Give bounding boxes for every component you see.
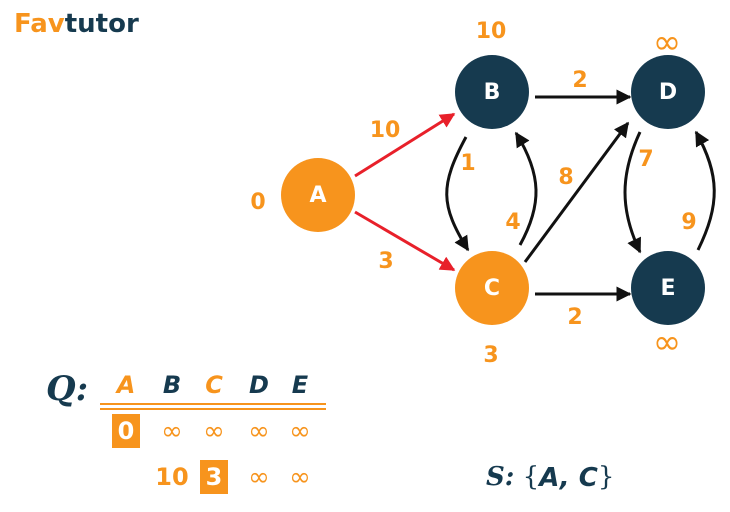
node-e	[631, 251, 705, 325]
edge-weight-B-C: 1	[460, 151, 475, 176]
edge-weight-B-D: 2	[572, 68, 587, 93]
edge-C-D	[523, 121, 630, 263]
edge-A-B	[354, 112, 456, 178]
edge-weight-D-E: 7	[638, 147, 653, 172]
edge-weight-E-D: 9	[681, 210, 696, 235]
queue-cell-r0-c0: 0	[118, 417, 135, 445]
distance-c: 3	[483, 343, 498, 368]
node-d	[631, 55, 705, 129]
queue-header-d: D	[249, 371, 269, 399]
visited-close: }	[598, 462, 615, 492]
queue-cell-r0-c2: ∞	[203, 417, 225, 447]
queue-cell-r1-c1: 10	[155, 463, 188, 491]
favtutor-logo: Favtutor	[14, 9, 139, 39]
logo-wordmark: Favtutor	[14, 9, 139, 39]
queue-cell-box-r1-c2	[200, 460, 228, 494]
edge-A-C	[354, 210, 456, 272]
queue-cell-r0-c4: ∞	[289, 417, 311, 447]
distance-b: 10	[476, 19, 507, 44]
queue-cell-r0-c3: ∞	[248, 417, 270, 447]
queue-cell-box-r0-c0	[112, 414, 140, 448]
queue-cell-r1-c2: 3	[206, 463, 223, 491]
edge-B-C	[445, 136, 470, 252]
visited-items: A, C	[537, 463, 598, 493]
queue-cell-r0-c1: ∞	[161, 417, 183, 447]
edge-E-D	[694, 130, 716, 251]
node-label-b: B	[484, 80, 501, 105]
queue-header-c: C	[205, 371, 223, 399]
queue-cell-r1-c3: ∞	[248, 463, 270, 493]
node-c	[455, 251, 529, 325]
brand-logo: Favtutor	[12, 4, 162, 47]
distance-a: 0	[250, 190, 265, 215]
distance-d: ∞	[653, 23, 681, 63]
node-label-c: C	[484, 276, 500, 301]
queue-cell-r1-c4: ∞	[289, 463, 311, 493]
distance-e: ∞	[653, 323, 681, 363]
visited-set: S: {A, C}	[486, 462, 614, 493]
node-b	[455, 55, 529, 129]
node-a	[281, 158, 355, 232]
edge-weight-C-E: 2	[567, 305, 582, 330]
queue-header-e: E	[292, 371, 309, 399]
node-label-e: E	[660, 276, 675, 301]
queue-header-a: A	[115, 371, 136, 399]
queue-label: Q:	[46, 369, 88, 409]
node-label-a: A	[309, 183, 326, 208]
edge-D-E	[623, 131, 642, 254]
edge-weight-A-C: 3	[378, 249, 393, 274]
queue-header-b: B	[163, 371, 181, 399]
edge-weight-C-D: 8	[558, 165, 573, 190]
visited-open: {	[514, 462, 539, 492]
edge-weight-A-B: 10	[370, 118, 401, 143]
edge-C-B	[514, 131, 538, 246]
edge-weight-C-B: 4	[505, 210, 520, 235]
node-label-d: D	[659, 80, 677, 105]
visited-prefix: S:	[486, 462, 514, 492]
